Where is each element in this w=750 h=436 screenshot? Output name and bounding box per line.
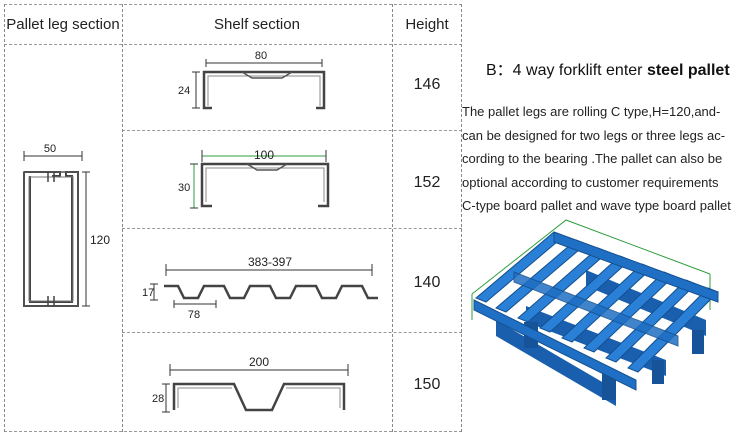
shelf-3-height: 17 <box>142 287 154 299</box>
height-value-1: 146 <box>413 76 441 93</box>
shelf-1-height: 24 <box>178 85 190 97</box>
steel-pallet-image <box>471 219 719 406</box>
shelf-1-width: 80 <box>255 50 267 62</box>
description-line: C-type board pallet and wave type board … <box>462 198 731 213</box>
description-line: cording to the bearing .The pallet can a… <box>462 151 723 166</box>
specification-table: Pallet leg section Shelf section Height … <box>4 4 462 432</box>
shelf-section-200: 200 28 <box>152 355 349 413</box>
shelf-3-pitch: 78 <box>188 309 200 321</box>
product-title-bold: steel pallet <box>646 62 730 79</box>
header-height: Height <box>405 15 449 33</box>
leg-height-label: 120 <box>90 233 110 247</box>
shelf-2-width: 100 <box>254 148 274 162</box>
product-title-prefix: B：4 way forklift enter <box>486 62 647 79</box>
shelf-section-100: 100 30 <box>178 148 330 209</box>
height-value-3: 140 <box>413 274 441 291</box>
height-value-2: 152 <box>413 174 441 191</box>
shelf-3-width: 383-397 <box>248 255 292 269</box>
shelf-section-wave: 383-397 17 78 <box>142 255 378 321</box>
leg-width-label: 50 <box>44 143 56 155</box>
height-value-4: 150 <box>413 376 441 393</box>
description-line: can be designed for two legs or three le… <box>462 127 726 143</box>
product-description: The pallet legs are rolling C type,H=120… <box>462 100 746 218</box>
shelf-section-80: 80 24 <box>178 50 326 110</box>
shelf-2-height: 30 <box>178 182 190 194</box>
product-title: B：4 way forklift enter steel pallet <box>486 56 730 80</box>
header-pallet-leg: Pallet leg section <box>6 15 120 33</box>
pallet-leg-diagram: 50 120 <box>23 143 110 307</box>
shelf-4-width: 200 <box>249 355 269 369</box>
shelf-4-height: 28 <box>152 393 164 405</box>
description-line: The pallet legs are rolling C type,H=120… <box>462 104 721 119</box>
header-shelf-section: Shelf section <box>214 15 300 33</box>
description-line: optional according to customer requireme… <box>462 174 719 190</box>
